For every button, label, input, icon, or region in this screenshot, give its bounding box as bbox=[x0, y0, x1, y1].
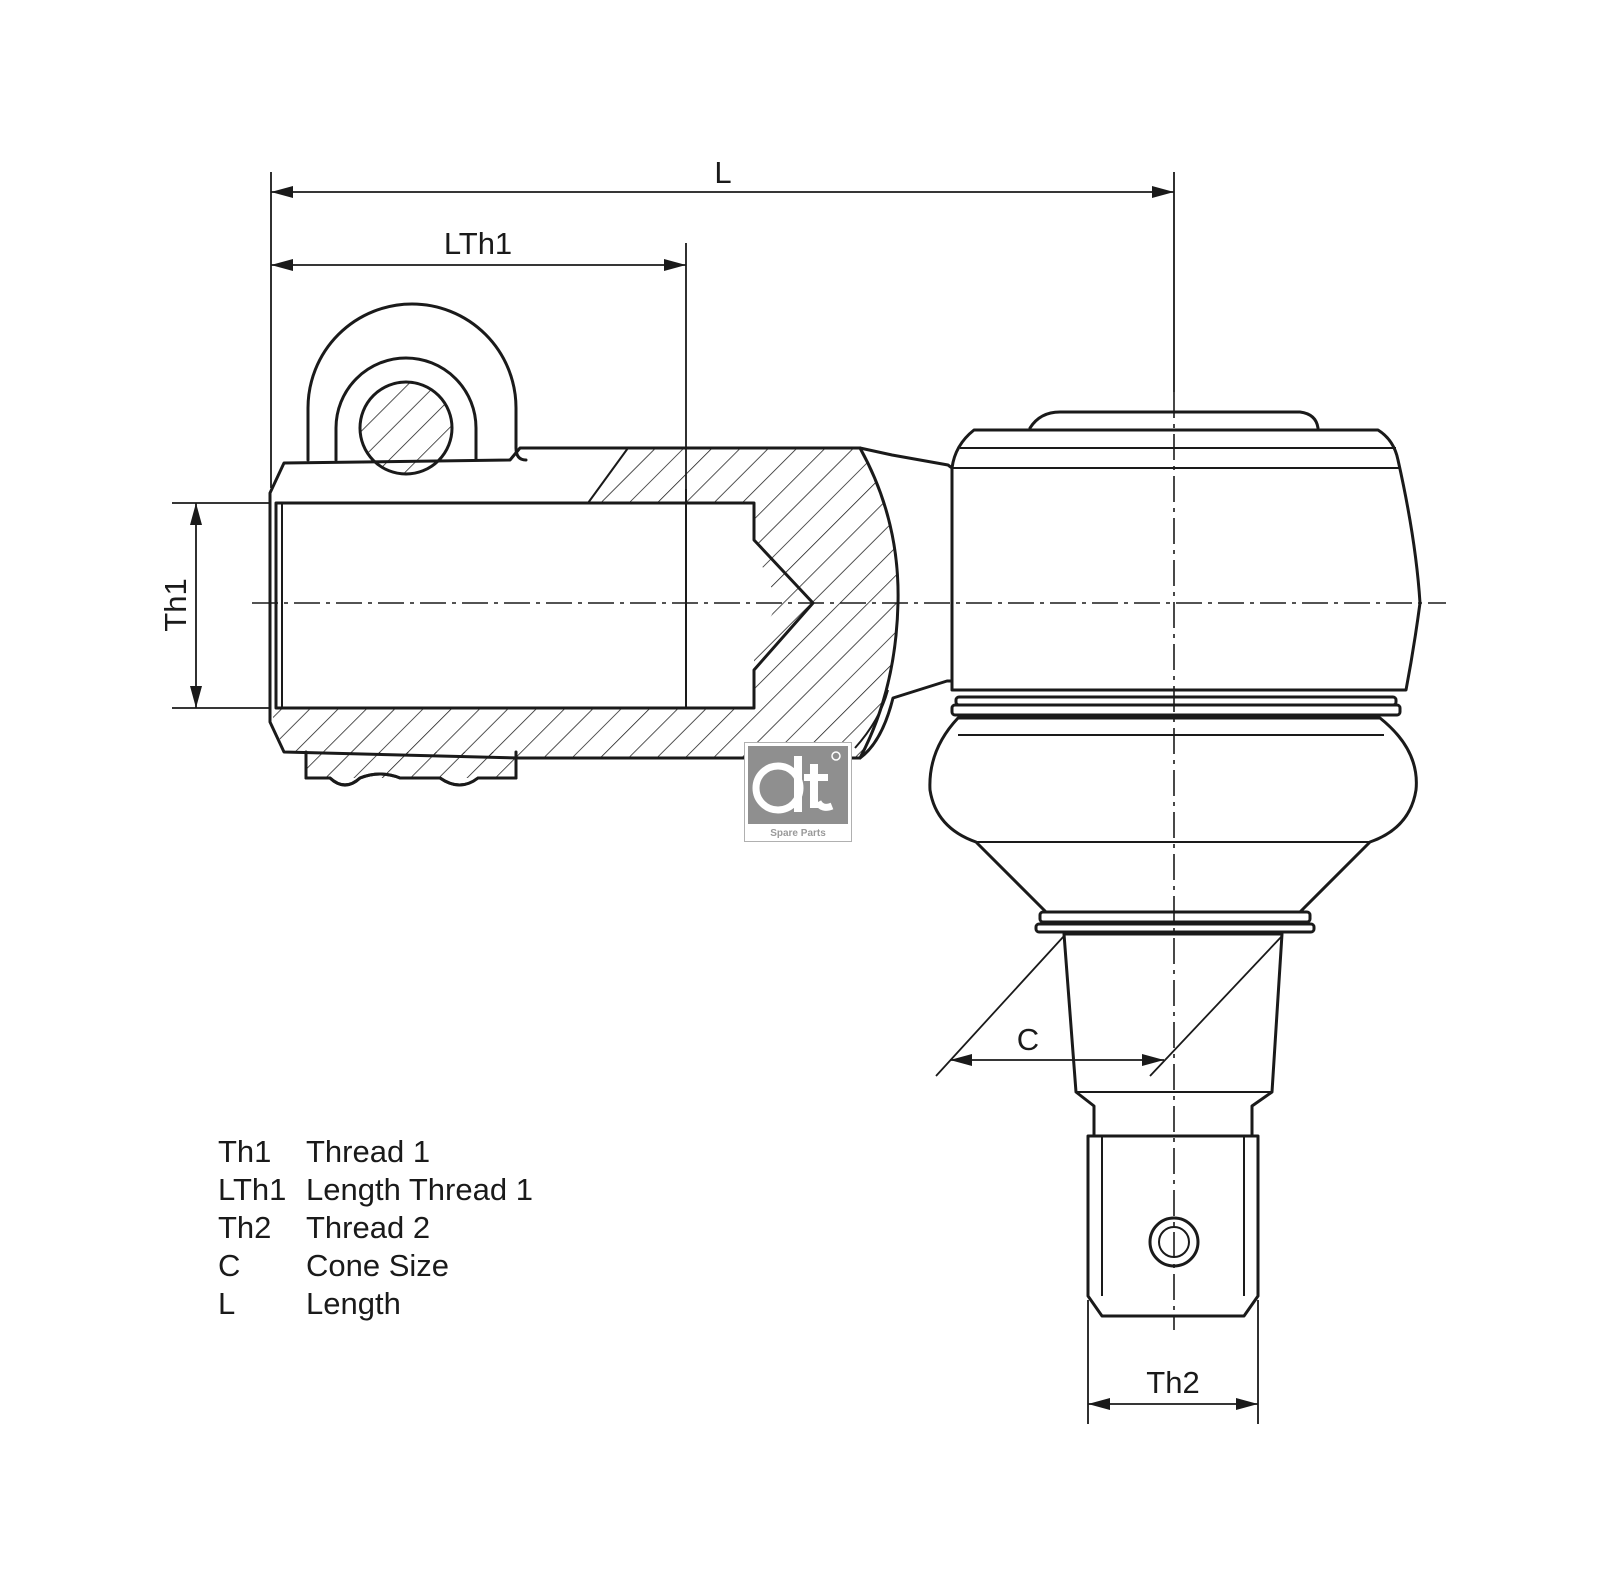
legend-key: C bbox=[218, 1248, 241, 1283]
legend-key: Th1 bbox=[218, 1134, 272, 1169]
svg-text:Spare Parts: Spare Parts bbox=[770, 828, 826, 839]
dimension-th1-label: Th1 bbox=[158, 578, 193, 631]
legend-key: L bbox=[218, 1286, 236, 1321]
legend: Th1 Thread 1 LTh1 Length Thread 1 Th2 Th… bbox=[218, 1133, 533, 1323]
dimension-th1 bbox=[172, 502, 270, 709]
dimension-c-label: C bbox=[1017, 1022, 1039, 1057]
dimension-th2-label: Th2 bbox=[1146, 1365, 1199, 1400]
brand-logo: Spare Parts bbox=[743, 741, 853, 843]
dimension-l-label: L bbox=[714, 155, 731, 190]
legend-row-th1: Th1 Thread 1 bbox=[218, 1133, 533, 1171]
legend-text: Length Thread 1 bbox=[306, 1172, 533, 1207]
legend-row-lth1: LTh1 Length Thread 1 bbox=[218, 1171, 533, 1209]
legend-text: Thread 1 bbox=[306, 1134, 431, 1169]
legend-key: Th2 bbox=[218, 1210, 272, 1245]
legend-text: Thread 2 bbox=[306, 1210, 431, 1245]
dimension-c bbox=[935, 935, 1283, 1077]
legend-row-th2: Th2 Thread 2 bbox=[218, 1209, 533, 1247]
tapered-stud bbox=[1062, 932, 1284, 1318]
ball-housing bbox=[928, 410, 1422, 934]
dimension-l bbox=[270, 172, 1175, 488]
dimension-th2 bbox=[1087, 1300, 1259, 1424]
legend-key: LTh1 bbox=[218, 1172, 287, 1207]
legend-text: Length bbox=[306, 1286, 401, 1321]
dimension-lth1 bbox=[271, 243, 687, 489]
dimension-lth1-label: LTh1 bbox=[444, 226, 512, 261]
legend-text: Cone Size bbox=[306, 1248, 450, 1283]
legend-row-c: C Cone Size bbox=[218, 1247, 533, 1285]
clamp-lower bbox=[304, 750, 518, 787]
legend-row-l: L Length bbox=[218, 1285, 533, 1323]
clamp-ear bbox=[306, 302, 528, 476]
shaft-body bbox=[268, 446, 954, 760]
